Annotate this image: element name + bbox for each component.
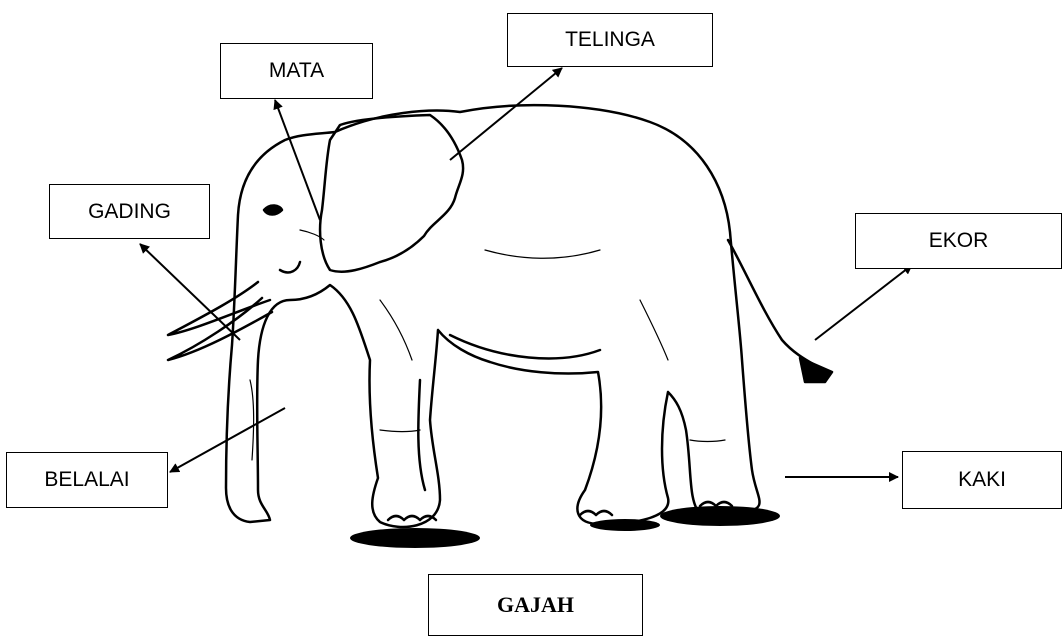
elephant-body-outline <box>226 105 760 527</box>
arrow-telinga <box>450 68 562 160</box>
elephant-wrinkles <box>250 230 725 460</box>
elephant-tail-tuft <box>800 358 832 382</box>
label-ekor: EKOR <box>855 213 1062 269</box>
elephant-mouth <box>280 262 300 272</box>
label-gading: GADING <box>49 184 210 239</box>
arrow-mata <box>275 100 320 220</box>
elephant-toenails-middle <box>580 511 612 515</box>
elephant-toenails-rear <box>700 502 732 506</box>
elephant-eye <box>264 205 282 214</box>
label-mata: MATA <box>220 43 373 99</box>
arrow-gading <box>140 244 240 340</box>
arrow-ekor <box>815 265 912 340</box>
label-kaki: KAKI <box>902 451 1062 509</box>
label-belalai: BELALAI <box>6 452 168 508</box>
shadow-rear <box>660 506 780 526</box>
elephant-ear <box>320 115 463 272</box>
elephant-tusk-upper <box>168 282 270 335</box>
label-telinga: TELINGA <box>507 13 713 67</box>
elephant-illustration <box>168 105 832 548</box>
diagram-title: GAJAH <box>428 574 643 636</box>
elephant-front-leg-inner <box>418 380 425 490</box>
pointer-arrows <box>140 68 912 477</box>
shadow-front-left <box>350 528 480 548</box>
